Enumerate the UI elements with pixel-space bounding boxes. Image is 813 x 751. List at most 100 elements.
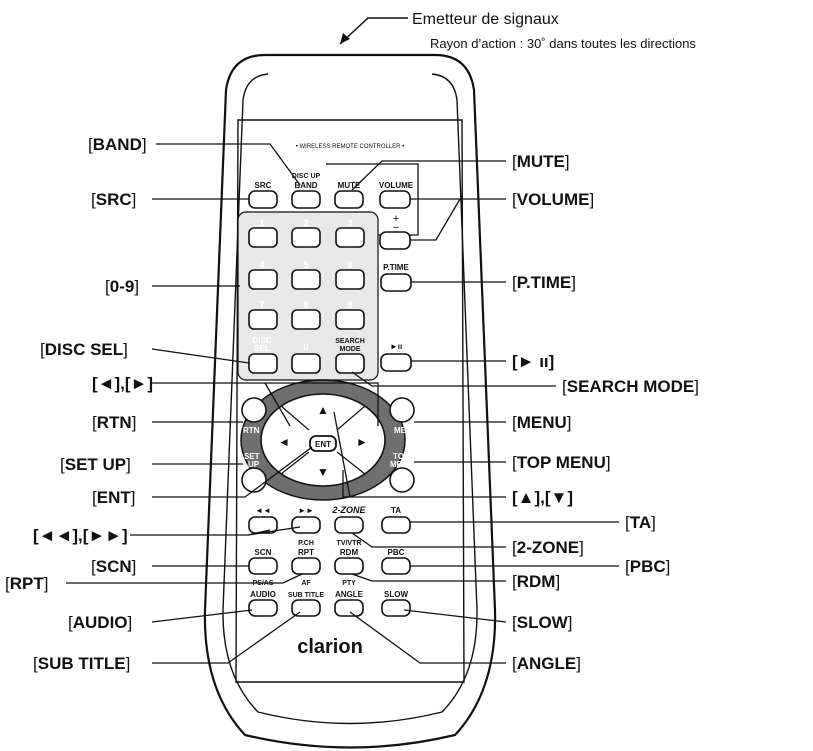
callout-ta-text: TA (630, 513, 651, 532)
callout-angle: [ANGLE] (512, 654, 581, 673)
num-6-button[interactable] (335, 269, 365, 290)
callout-rdm: [RDM] (512, 572, 560, 591)
leader-left-arrow (264, 382, 291, 427)
pbc-button[interactable] (381, 557, 411, 575)
audio-caption: AUDIO (250, 590, 276, 599)
angle-button[interactable] (334, 599, 364, 617)
leader-disc-sel (151, 348, 250, 364)
mute-button[interactable] (334, 190, 364, 209)
callout-top-menu-text: TOP MENU (517, 453, 606, 472)
num-3-label: 3 (347, 218, 352, 228)
ff-button[interactable] (291, 516, 321, 534)
sub-title-caption: SUB TITLE (288, 592, 324, 599)
callout-slow: [SLOW] (512, 613, 572, 632)
band-caption: BAND (294, 181, 317, 190)
callout-slow-text: SLOW (517, 613, 569, 632)
ta-button[interactable] (381, 516, 411, 534)
callout-two-zone: [2-ZONE] (512, 538, 584, 557)
num-7-button[interactable] (248, 309, 278, 330)
sub-title-button[interactable] (291, 599, 321, 617)
num-1-button[interactable] (248, 227, 278, 248)
dpad-left-arrow[interactable]: ◄ (278, 435, 290, 449)
volume-up-button[interactable] (379, 190, 411, 209)
callout-two-zone-text: 2-ZONE (517, 538, 579, 557)
setup-button[interactable] (241, 467, 267, 493)
callout-pbc-text: PBC (630, 557, 666, 576)
topmenu-caption-1: TOP (393, 452, 410, 461)
num-1-label: 1 (259, 218, 264, 228)
callout-rdm-text: RDM (517, 572, 556, 591)
menu-button[interactable] (389, 397, 415, 423)
numpad: 1 2 3 4 5 6 7 8 9 0 (248, 218, 365, 374)
leader-up-arrow (333, 411, 351, 498)
callout-mute-text: MUTE (517, 152, 565, 171)
dpad-down-arrow[interactable]: ▼ (317, 465, 329, 479)
rdm-caption: RDM (340, 548, 359, 557)
two-zone-button[interactable] (334, 516, 364, 534)
num-8-button[interactable] (291, 309, 321, 330)
emitter-label: Emetteur de signaux (412, 11, 559, 28)
dpad-right-arrow[interactable]: ► (356, 435, 368, 449)
topmenu-button[interactable] (389, 467, 415, 493)
callout-mute: [MUTE] (512, 152, 570, 171)
left-callouts: [BAND] [SRC] [0-9] [DISC SEL] [◄],[►] [R… (5, 135, 379, 673)
num-7-label: 7 (259, 300, 264, 310)
leader-angle (349, 611, 506, 664)
callout-set-up-text: SET UP (65, 455, 126, 474)
ff-caption: ►► (298, 506, 314, 515)
remote-face-panel (235, 119, 465, 683)
leader-volume-down (410, 198, 461, 241)
disc-sel-caption-1: DISC (252, 336, 271, 345)
src-button[interactable] (248, 190, 278, 209)
num-0-button[interactable] (291, 353, 321, 374)
rdm-button[interactable] (334, 557, 364, 575)
callout-src-text: SRC (96, 190, 132, 209)
num-2-button[interactable] (291, 227, 321, 248)
callout-up-down: [▲],[▼] (512, 488, 573, 507)
volume-down-button[interactable] (379, 231, 411, 250)
num-5-button[interactable] (291, 269, 321, 290)
leader-ff (247, 526, 301, 536)
ent-button[interactable] (309, 435, 337, 452)
mute-caption: MUTE (338, 181, 361, 190)
callout-rpt: [RPT] (5, 574, 48, 593)
callout-ptime: [P.TIME] (512, 273, 576, 292)
search-mode-caption-2: MODE (340, 346, 361, 353)
callout-set-up: [SET UP] (60, 455, 131, 474)
leader-two-zone (351, 532, 506, 548)
num-4-button[interactable] (248, 269, 278, 290)
num-4-label: 4 (259, 260, 264, 270)
callout-band-text: BAND (93, 135, 142, 154)
callout-audio-text: AUDIO (73, 613, 128, 632)
rpt-button[interactable] (291, 557, 321, 575)
num-3-button[interactable] (335, 227, 365, 248)
callout-scn-text: SCN (96, 557, 132, 576)
num-6-label: 6 (347, 260, 352, 270)
num-9-button[interactable] (335, 309, 365, 330)
ptime-button[interactable] (380, 273, 412, 292)
num-0-label: 0 (303, 342, 308, 352)
ptime-caption: P.TIME (383, 263, 409, 272)
ent-caption: ENT (315, 440, 331, 449)
scn-button[interactable] (248, 557, 278, 575)
band-button[interactable] (291, 190, 321, 209)
callout-rtn: [RTN] (92, 413, 136, 432)
search-mode-button[interactable] (335, 353, 365, 374)
audio-button[interactable] (248, 599, 278, 617)
play-pause-button[interactable] (380, 353, 412, 372)
emitter-leader (339, 17, 408, 45)
callout-audio: [AUDIO] (68, 613, 132, 632)
rtn-button[interactable] (241, 397, 267, 423)
dpad-up-arrow[interactable]: ▲ (317, 403, 329, 417)
disc-sel-button[interactable] (248, 353, 278, 374)
callout-ent: [ENT] (92, 488, 135, 507)
slow-button[interactable] (381, 599, 411, 617)
leader-ent (152, 446, 313, 498)
callout-angle-text: ANGLE (517, 654, 577, 673)
emitter-arrowhead (340, 33, 350, 44)
remote-top-caption: • WIRELESS REMOTE CONTROLLER • (296, 144, 405, 150)
dpad-seam-tr (336, 405, 366, 431)
angle-caption: ANGLE (335, 590, 364, 599)
num-5-label: 5 (303, 260, 308, 270)
